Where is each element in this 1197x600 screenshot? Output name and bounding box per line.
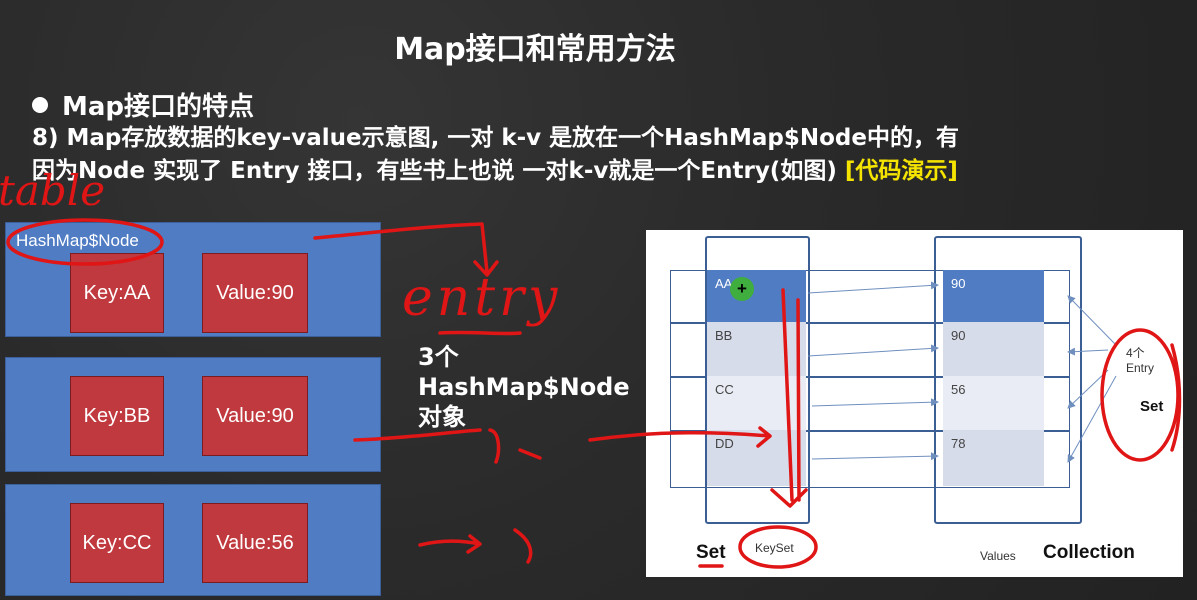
- arrow-cc-to-value: [811, 398, 939, 407]
- annotation-underline-entry: [438, 330, 522, 336]
- description-line-2-text: 因为Node 实现了 Entry 接口，有些书上也说 一对k-v就是一个Entr…: [32, 158, 845, 184]
- caption-line-3: 对象: [418, 403, 466, 431]
- caption-line-1: 3个: [418, 343, 459, 371]
- annotation-entry-text: entry: [402, 268, 561, 328]
- node-1-value: Value:90: [202, 253, 308, 333]
- keyset-column: [705, 236, 810, 524]
- diagram-arrows: [807, 281, 1117, 463]
- entry-label: Entry: [1126, 361, 1155, 375]
- arrow-bb-to-value: [807, 344, 939, 357]
- description-paragraph: 8) Map存放数据的key-value示意图, 一对 k-v 是放在一个Has…: [32, 122, 1132, 188]
- node-count-caption: 3个 HashMap$Node 对象: [418, 342, 630, 432]
- hashmap-node-3: Key:CC Value:56: [5, 484, 381, 596]
- value-cell-2: 90: [943, 322, 1044, 376]
- values-column: [934, 236, 1082, 524]
- bullet-text: Map接口的特点: [62, 92, 255, 122]
- description-line-1: 8) Map存放数据的key-value示意图, 一对 k-v 是放在一个Has…: [32, 125, 959, 151]
- slide-title: Map接口和常用方法: [394, 32, 676, 67]
- arrow-set-4: [1067, 375, 1117, 463]
- collection-label: Collection: [1043, 542, 1135, 563]
- caption-line-2: HashMap$Node: [418, 373, 630, 401]
- arrow-set-3: [1067, 369, 1109, 409]
- description-line-2: 因为Node 实现了 Entry 接口，有些书上也说 一对k-v就是一个Entr…: [32, 155, 1132, 188]
- set-left-label: Set: [696, 542, 726, 563]
- arrow-dd-to-value: [811, 452, 939, 461]
- node-1-key: Key:AA: [70, 253, 164, 333]
- hashmap-node-2: Key:BB Value:90: [5, 357, 381, 472]
- arrow-aa-to-value: [807, 281, 939, 294]
- value-cell-3: 56: [943, 376, 1044, 430]
- set-right-label: Set: [1140, 398, 1164, 415]
- hashmap-node-title: HashMap$Node: [16, 231, 139, 250]
- value-cell-1: 90: [943, 270, 1044, 322]
- node-3-value: Value:56: [202, 503, 308, 583]
- hashmap-node-1: HashMap$Node Key:AA Value:90: [5, 222, 381, 337]
- code-demo-link[interactable]: [代码演示]: [844, 158, 958, 184]
- annotation-scribble-2: [418, 528, 533, 564]
- node-2-value: Value:90: [202, 376, 308, 456]
- node-2-key: Key:BB: [70, 376, 164, 456]
- values-label: Values: [980, 549, 1016, 563]
- entryset-diagram: AA BB CC DD 90 90 56 78 + 4个 Entry Set S…: [646, 230, 1183, 577]
- entry-count-label: 4个: [1126, 346, 1145, 360]
- arrow-set-2: [1067, 347, 1109, 356]
- bullet-heading: Map接口的特点: [32, 86, 254, 123]
- pointer-cursor-icon: +: [730, 277, 754, 301]
- value-cell-4: 78: [943, 430, 1044, 486]
- keyset-label: KeySet: [755, 541, 794, 555]
- arrow-set-1: [1067, 295, 1117, 346]
- node-3-key: Key:CC: [70, 503, 164, 583]
- bullet-dot-icon: [32, 96, 48, 113]
